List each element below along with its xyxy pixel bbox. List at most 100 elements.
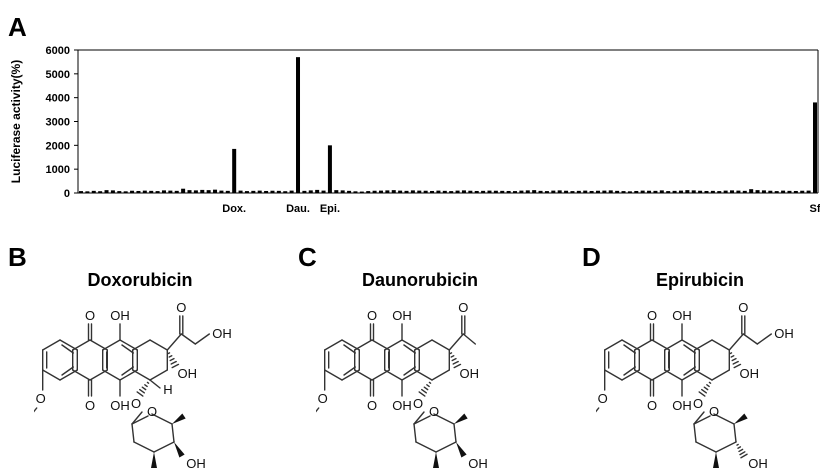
- y-tick-label: 2000: [46, 140, 70, 152]
- atom-label: O: [413, 396, 423, 411]
- bar: [730, 190, 735, 193]
- bond: [663, 339, 683, 351]
- bond: [415, 441, 437, 453]
- x-tick-label: Epi.: [320, 203, 340, 215]
- wedge-bond: [713, 452, 719, 468]
- atom-label: O: [367, 398, 377, 413]
- bar: [710, 190, 715, 193]
- bar: [800, 190, 805, 193]
- atom-label: O: [131, 396, 141, 411]
- bar: [442, 190, 447, 193]
- bar: [174, 190, 179, 193]
- bar: [723, 190, 728, 193]
- bond: [756, 333, 773, 345]
- bond: [343, 344, 356, 354]
- bar: [430, 190, 435, 193]
- bond: [453, 423, 457, 443]
- bond: [413, 369, 433, 381]
- bond: [452, 360, 459, 365]
- bond: [323, 369, 343, 381]
- bar: [602, 190, 607, 193]
- bond: [167, 352, 171, 355]
- bar: [289, 190, 294, 193]
- bond: [131, 411, 143, 425]
- bar: [781, 190, 786, 193]
- bond: [171, 363, 180, 369]
- bar: [704, 190, 709, 193]
- bar: [213, 189, 218, 193]
- bar: [149, 190, 154, 193]
- bar: [334, 190, 339, 193]
- bar: [564, 190, 569, 193]
- bar: [525, 190, 530, 193]
- structure-doxorubicin: OOOHOHOOOHOHOHOOHNH2: [34, 300, 232, 470]
- atom-label: O: [36, 391, 46, 406]
- bar: [755, 190, 760, 193]
- bond: [739, 451, 746, 456]
- bond: [169, 357, 175, 362]
- y-tick-label: 4000: [46, 93, 70, 105]
- bar: [774, 191, 779, 193]
- y-tick-label: 6000: [46, 45, 70, 57]
- bar: [691, 190, 696, 193]
- bond: [383, 339, 403, 351]
- bond: [715, 441, 737, 453]
- bond: [194, 333, 211, 345]
- bar: [264, 190, 269, 193]
- wedge-bond: [174, 442, 185, 458]
- atom-label: OH: [468, 456, 488, 470]
- bar: [455, 190, 460, 193]
- bar: [161, 190, 166, 193]
- bond: [693, 339, 713, 351]
- atom-label: OH: [178, 366, 198, 381]
- bar: [398, 190, 403, 193]
- bar: [627, 191, 632, 193]
- atom-label: OH: [672, 308, 692, 323]
- bar: [589, 190, 594, 193]
- bond: [623, 344, 636, 354]
- bar: [576, 190, 581, 193]
- bar: [225, 190, 230, 193]
- bar: [557, 190, 562, 193]
- y-tick-label: 0: [64, 188, 70, 200]
- bond: [41, 339, 61, 351]
- bar: [436, 190, 441, 193]
- bar: [200, 189, 205, 193]
- bond: [343, 366, 356, 376]
- panel-label-b: B: [8, 242, 27, 272]
- bar: [251, 190, 256, 193]
- bond: [131, 423, 135, 443]
- bond: [171, 423, 175, 443]
- atom-label: OH: [740, 366, 760, 381]
- bond: [738, 448, 744, 453]
- bond: [136, 391, 144, 397]
- bond: [423, 386, 429, 391]
- atom-label: OH: [392, 398, 412, 413]
- bond: [703, 386, 709, 391]
- bond: [431, 369, 451, 381]
- bond: [418, 391, 426, 397]
- bond: [693, 415, 711, 425]
- bar: [110, 190, 115, 193]
- bond: [354, 339, 373, 351]
- bar: [391, 190, 396, 193]
- bar: [308, 190, 313, 193]
- bond: [34, 407, 38, 413]
- atom-label: O: [647, 308, 657, 323]
- bond: [426, 384, 430, 388]
- bond: [713, 413, 735, 425]
- bar: [98, 191, 103, 193]
- bar: [238, 190, 243, 193]
- bond: [413, 423, 417, 443]
- bond: [180, 333, 197, 345]
- bar: [519, 190, 524, 193]
- bar: [474, 190, 479, 193]
- bond: [121, 344, 135, 354]
- x-tick-label: Sf: [810, 203, 820, 215]
- atom-label: OH: [392, 308, 412, 323]
- bond: [166, 333, 183, 351]
- atom-label: OH: [110, 398, 130, 413]
- atom-label: O: [85, 308, 95, 323]
- y-axis-label: Luciferase activity(%): [9, 60, 23, 183]
- atom-label: O: [647, 398, 657, 413]
